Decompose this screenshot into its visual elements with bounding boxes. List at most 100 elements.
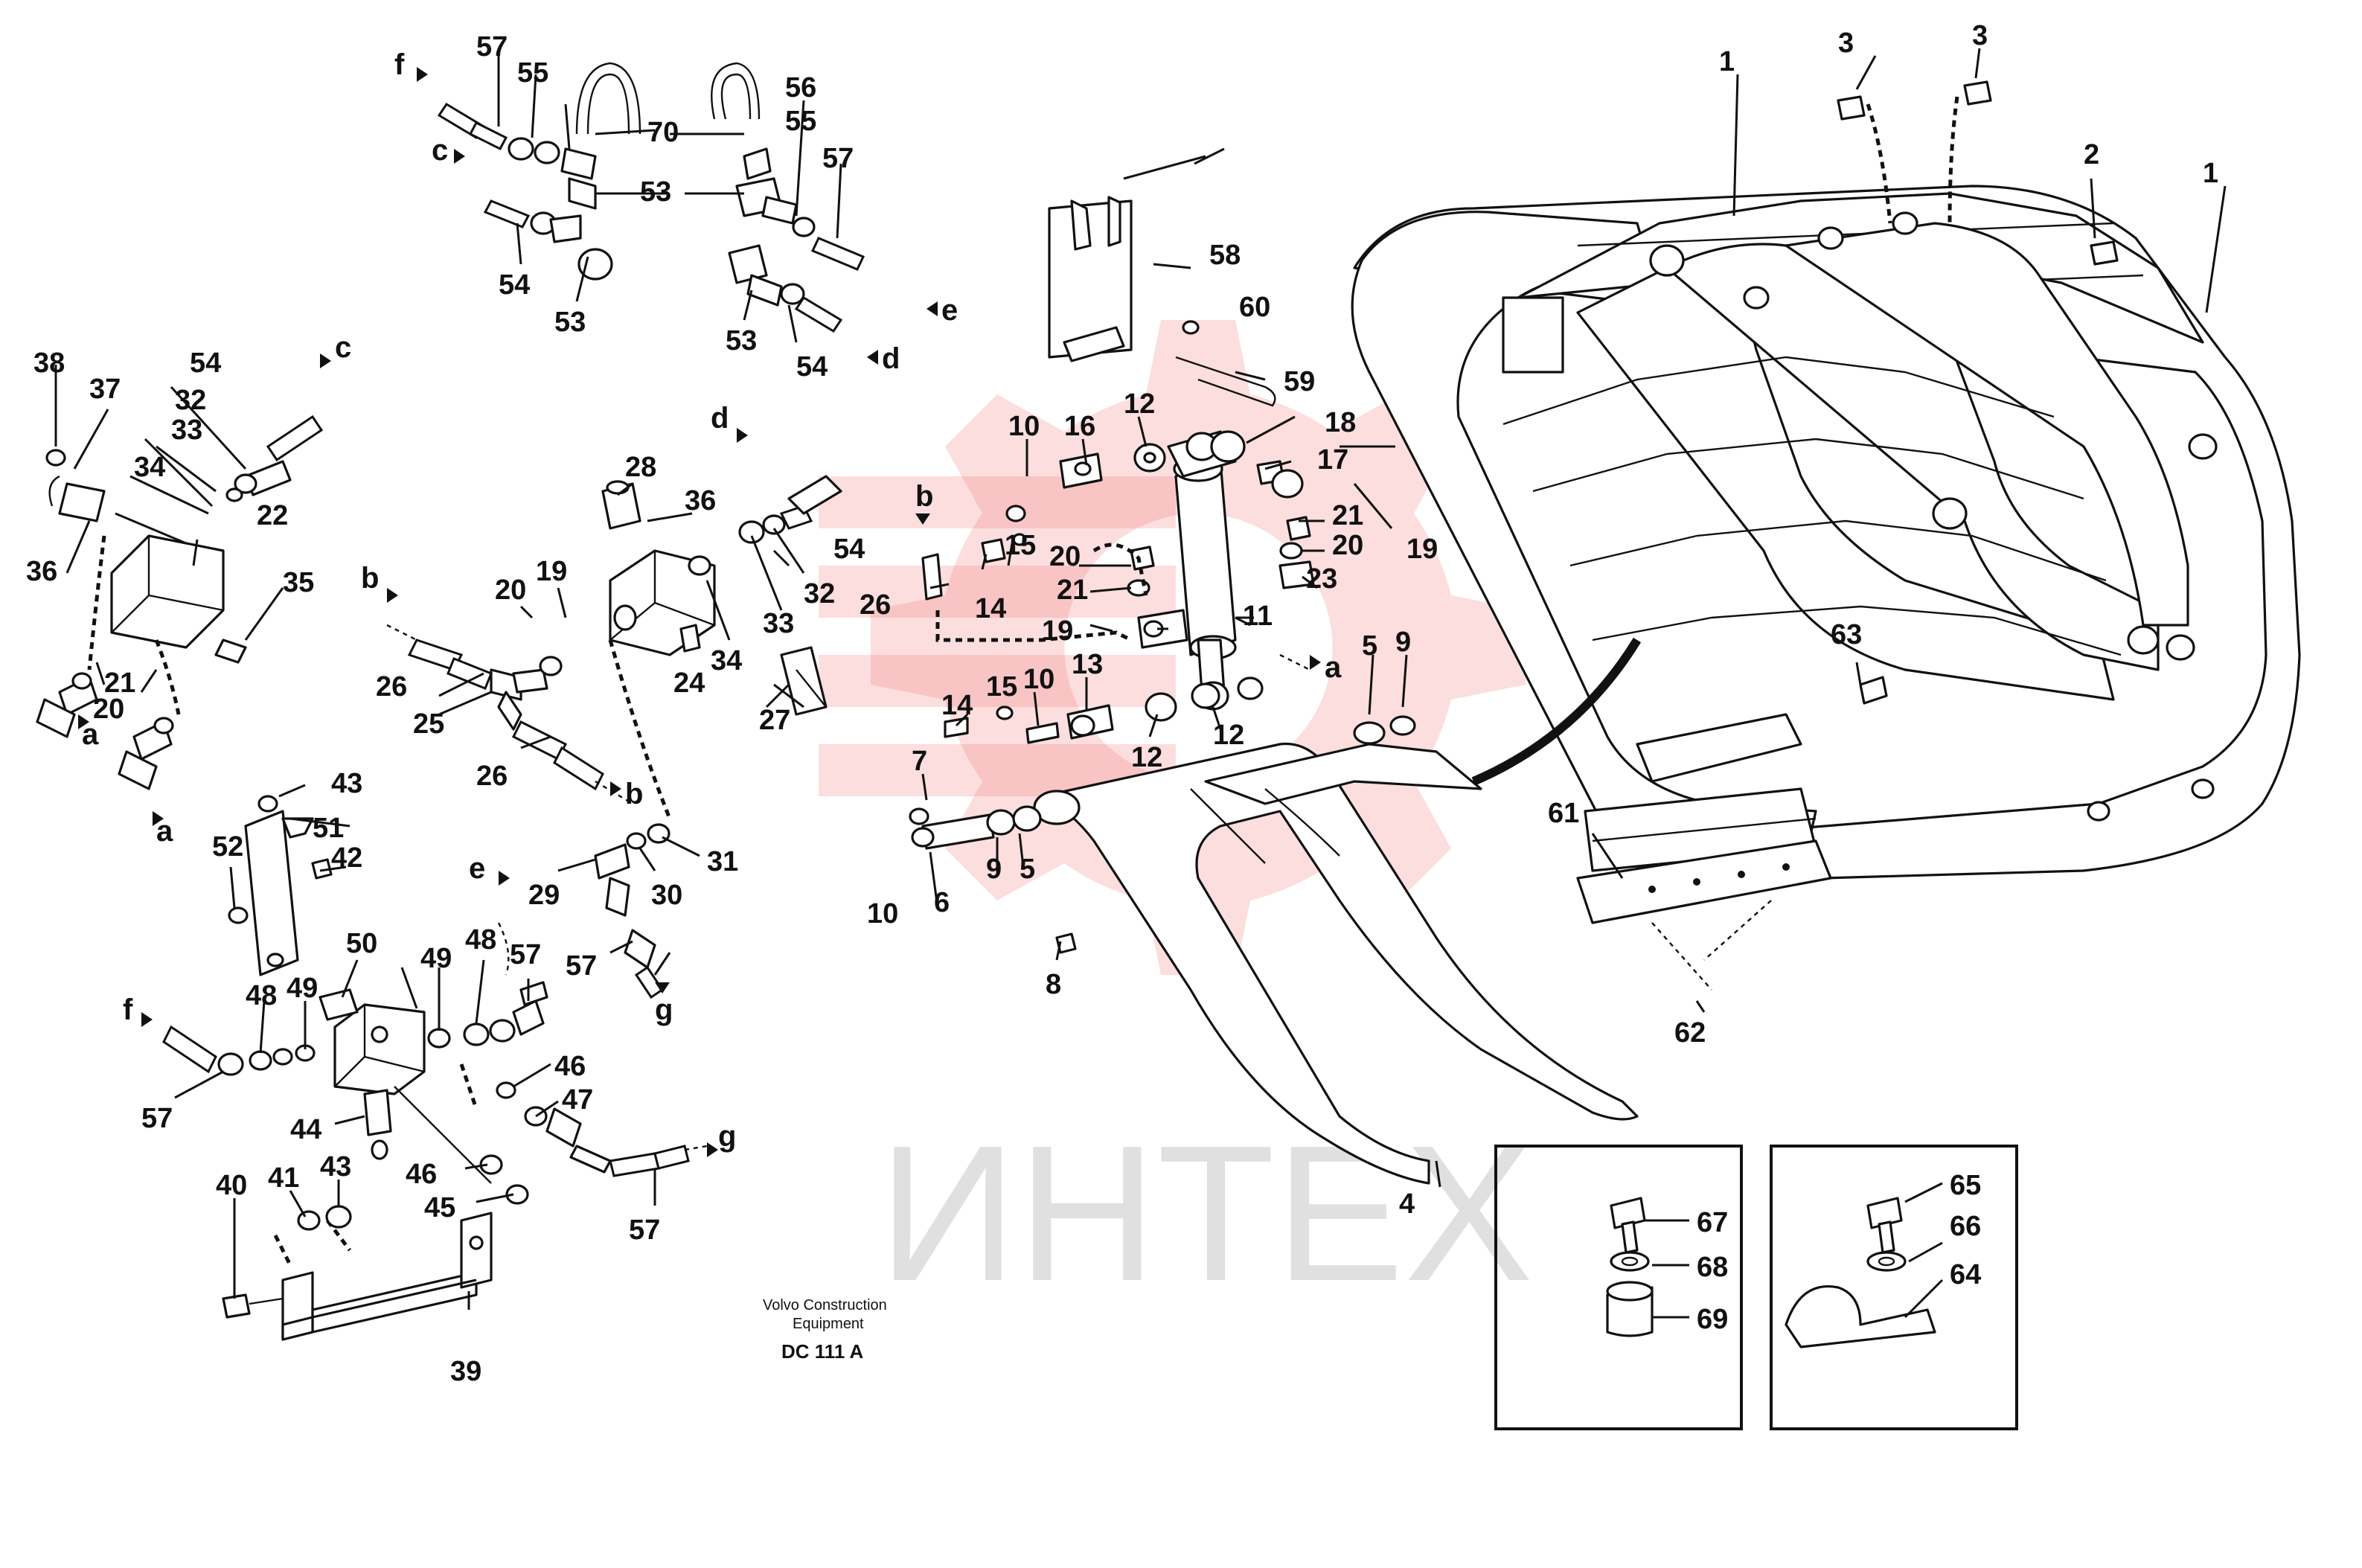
hydraulic-cylinder-drawing	[1137, 430, 1237, 711]
callout-part-26: 26	[860, 589, 891, 621]
watermark-text: ИНТЕХ	[878, 1106, 1533, 1322]
callout-part-27: 27	[759, 705, 790, 736]
callout-part-53: 53	[726, 325, 757, 356]
callout-part-38: 38	[33, 348, 65, 379]
connection-label-a: a	[1325, 651, 1342, 684]
bracket-58-drawing	[1048, 196, 1276, 407]
callout-part-59: 59	[1284, 366, 1315, 397]
leader-lines	[54, 48, 2227, 1319]
callout-part-32: 32	[804, 578, 835, 609]
callout-part-46: 46	[406, 1159, 437, 1190]
callout-part-54: 54	[190, 348, 221, 379]
callout-part-14: 14	[975, 593, 1006, 624]
callout-part-34: 34	[134, 452, 165, 483]
callout-part-1: 1	[1719, 46, 1735, 77]
connection-label-d: d	[711, 402, 729, 435]
callout-part-57: 57	[141, 1103, 173, 1134]
callout-part-10: 10	[1008, 411, 1040, 442]
callout-part-34: 34	[711, 645, 742, 676]
callout-part-69: 69	[1697, 1304, 1728, 1335]
callout-part-39: 39	[450, 1356, 481, 1387]
callout-part-62: 62	[1674, 1017, 1706, 1049]
callout-part-58: 58	[1209, 240, 1241, 271]
connection-label-d: d	[882, 342, 900, 375]
callout-part-50: 50	[346, 928, 377, 959]
callout-part-19: 19	[1406, 534, 1438, 565]
drawing-caption: Volvo Construction Equipment DC 111 A	[763, 1297, 887, 1363]
callout-part-57: 57	[476, 31, 508, 63]
grapple-bucket-drawing	[1351, 185, 2301, 991]
connection-label-b: b	[915, 480, 933, 513]
connection-label-c: c	[335, 331, 351, 364]
callout-part-12: 12	[1213, 720, 1244, 751]
callout-part-22: 22	[257, 500, 288, 531]
callout-part-57: 57	[510, 939, 541, 970]
callout-part-53: 53	[640, 176, 671, 208]
inset-box-67-69	[1494, 1145, 1743, 1430]
connection-label-f: f	[394, 48, 405, 81]
connection-label-b: b	[361, 562, 379, 595]
callout-part-60: 60	[1239, 292, 1270, 323]
callout-part-55: 55	[517, 57, 548, 89]
callout-part-7: 7	[912, 746, 927, 777]
connection-label-b: b	[625, 778, 643, 810]
callout-part-9: 9	[1395, 627, 1411, 658]
callout-part-40: 40	[216, 1170, 247, 1201]
caption-maker-line2: Equipment	[793, 1316, 864, 1332]
callout-part-12: 12	[1131, 742, 1162, 773]
connection-label-g: g	[655, 993, 673, 1026]
callout-part-36: 36	[685, 485, 716, 516]
callout-part-21: 21	[104, 668, 135, 699]
callout-part-49: 49	[420, 943, 452, 974]
callout-part-24: 24	[673, 668, 705, 699]
callout-part-54: 54	[499, 269, 530, 301]
diverter-valve-44-drawing	[162, 922, 708, 1205]
callout-part-29: 29	[528, 880, 560, 911]
callout-part-3: 3	[1838, 28, 1854, 59]
callout-part-35: 35	[283, 567, 314, 598]
callout-part-32: 32	[175, 385, 206, 416]
callout-part-18: 18	[1325, 407, 1356, 438]
connection-label-e: e	[469, 852, 485, 885]
grapple-tine-drawing	[1033, 742, 1639, 1185]
part-callouts: 1 1 2 3 3 4 5 5 6 7 8 9 9 10 10 10 11 12…	[26, 20, 2218, 1387]
callout-part-3: 3	[1972, 20, 1988, 51]
inset-box-64-66	[1770, 1145, 2018, 1430]
callout-part-21: 21	[1332, 500, 1363, 531]
connection-arrows	[78, 67, 1321, 1157]
connection-label-c: c	[432, 134, 448, 167]
callout-part-51: 51	[313, 813, 344, 844]
connection-letter-labels: f c e d c d b b b a a a e g f g	[82, 48, 1342, 1153]
callout-part-63: 63	[1831, 619, 1862, 650]
callout-part-15: 15	[986, 671, 1017, 703]
callout-part-48: 48	[465, 924, 496, 956]
callout-part-53: 53	[554, 307, 586, 338]
callout-part-8: 8	[1046, 969, 1061, 1000]
callout-part-2: 2	[2084, 139, 2099, 170]
callout-part-5: 5	[1020, 854, 1035, 885]
callout-part-19: 19	[536, 556, 567, 587]
callout-part-67: 67	[1697, 1207, 1728, 1238]
callout-part-26: 26	[376, 671, 407, 703]
callout-part-49: 49	[287, 973, 318, 1004]
callout-part-20: 20	[1049, 541, 1081, 572]
connection-label-f: f	[123, 993, 133, 1026]
callout-part-41: 41	[268, 1162, 299, 1194]
callout-part-17: 17	[1317, 444, 1348, 476]
callout-part-10: 10	[1023, 664, 1054, 695]
callout-part-1: 1	[2203, 158, 2218, 189]
connection-label-a: a	[82, 718, 99, 751]
callout-part-55: 55	[785, 106, 816, 137]
holder-39-drawing	[222, 1205, 493, 1341]
callout-part-4: 4	[1399, 1188, 1415, 1220]
top-hose-assembly-drawing	[437, 62, 865, 333]
connection-label-e: e	[941, 294, 958, 327]
check-valve-22-drawing	[36, 415, 324, 790]
callout-part-57: 57	[822, 143, 854, 174]
callout-part-43: 43	[331, 768, 362, 799]
caption-drawing-code: DC 111 A	[781, 1340, 864, 1363]
callout-part-70: 70	[647, 117, 679, 148]
callout-part-33: 33	[763, 608, 794, 639]
callout-part-30: 30	[651, 880, 682, 911]
callout-part-25: 25	[413, 708, 444, 740]
